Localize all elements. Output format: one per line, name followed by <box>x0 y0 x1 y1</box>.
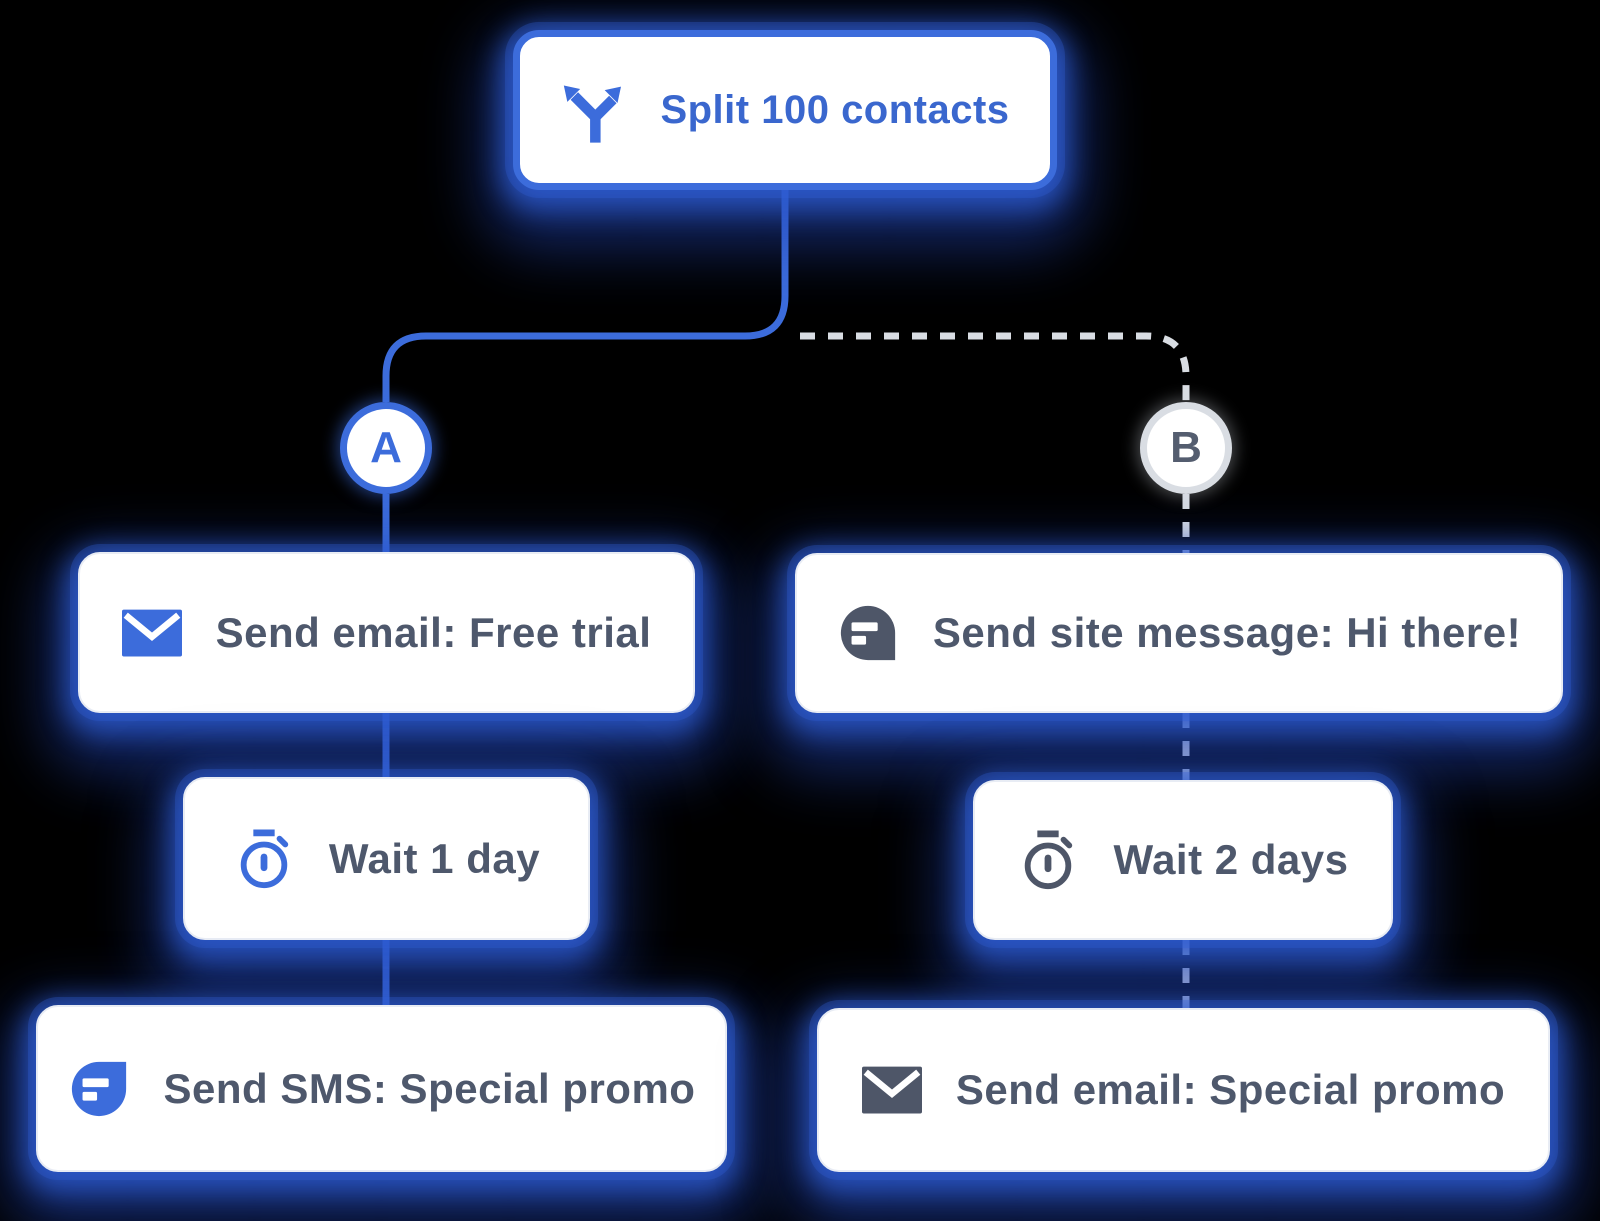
email-icon <box>861 1066 922 1114</box>
email-icon <box>121 609 182 656</box>
connector-branch-b <box>800 332 1190 1008</box>
step-label: Send site message: Hi there! <box>932 609 1522 656</box>
step-label: Wait 1 day <box>328 834 541 882</box>
step-node-send-email-promo[interactable]: Send email: Special promo <box>817 1008 1550 1172</box>
branch-a-badge: A <box>340 402 432 494</box>
stopwatch-icon <box>240 828 289 888</box>
split-arrows-icon <box>564 85 622 143</box>
step-label: Send SMS: Special promo <box>163 1064 696 1112</box>
step-node-send-site-message[interactable]: Send site message: Hi there! <box>795 553 1563 713</box>
branch-b-label: B <box>1170 423 1202 472</box>
stopwatch-icon <box>1025 830 1073 890</box>
step-node-wait-2-days[interactable]: Wait 2 days <box>973 780 1393 940</box>
step-node-wait-1-day[interactable]: Wait 1 day <box>183 777 590 940</box>
connector-branch-a <box>382 190 789 1005</box>
step-label: Wait 2 days <box>1113 836 1349 883</box>
chat-bubble-icon <box>840 605 896 661</box>
step-label: Send email: Free trial <box>215 608 652 656</box>
step-node-send-sms-promo[interactable]: Send SMS: Special promo <box>36 1005 727 1172</box>
step-label: Send email: Special promo <box>955 1066 1506 1113</box>
branch-b-badge: B <box>1140 402 1232 494</box>
split-node[interactable]: Split 100 contacts <box>513 30 1057 190</box>
branch-a-label: A <box>370 423 402 472</box>
split-node-label: Split 100 contacts <box>660 87 1010 132</box>
step-node-send-email-free-trial[interactable]: Send email: Free trial <box>78 552 695 713</box>
chat-bubble-icon <box>71 1061 126 1116</box>
